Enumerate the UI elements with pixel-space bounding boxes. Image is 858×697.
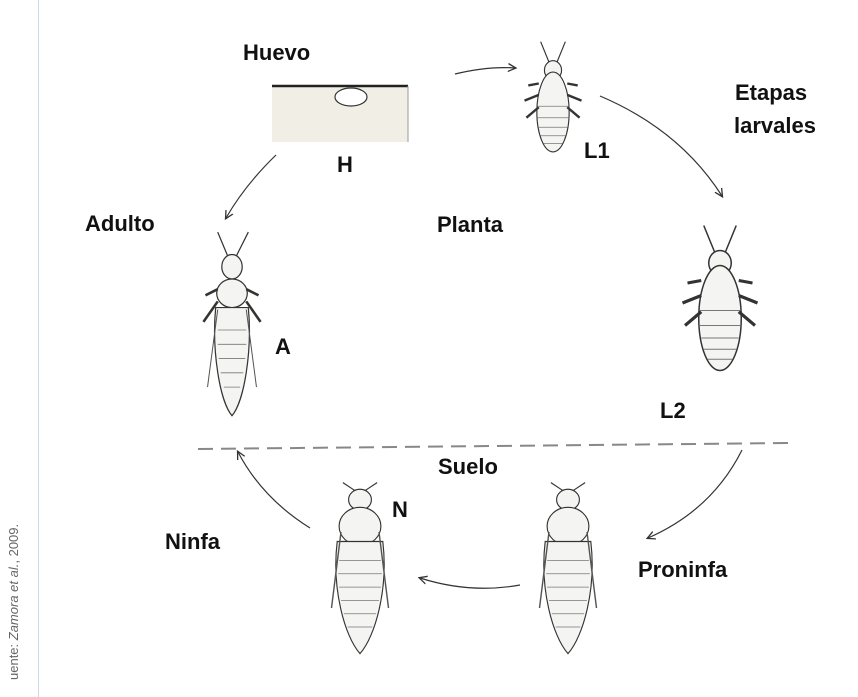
arrow-ninfa-to-adult <box>238 452 310 528</box>
egg-in-leaf-icon <box>272 86 408 142</box>
label-n: N <box>392 497 408 522</box>
larva-l2-icon <box>683 226 758 371</box>
label-h: H <box>337 152 353 177</box>
soil-divider <box>198 443 790 449</box>
arrow-proninfa-to-ninfa <box>420 578 520 588</box>
arrow-egg-to-l1 <box>455 68 515 74</box>
label-ninfa: Ninfa <box>165 529 220 554</box>
label-proninfa: Proninfa <box>638 557 727 582</box>
label-planta: Planta <box>437 212 503 237</box>
label-etapas: Etapas <box>735 80 807 105</box>
proninfa-icon <box>540 483 597 654</box>
label-l2: L2 <box>660 398 686 423</box>
larva-l1-icon <box>525 42 582 152</box>
label-l1: L1 <box>584 138 610 163</box>
arrow-l2-to-proninfa <box>648 450 742 538</box>
arrow-adult-to-egg <box>226 155 276 218</box>
ninfa-icon <box>332 483 389 654</box>
label-suelo: Suelo <box>438 454 498 479</box>
label-larvales: larvales <box>734 113 816 138</box>
label-huevo: Huevo <box>243 40 310 65</box>
arrow-l1-to-l2 <box>600 96 722 196</box>
label-adulto: Adulto <box>85 211 155 236</box>
adult-thrips-icon <box>203 232 260 416</box>
label-a: A <box>275 334 291 359</box>
